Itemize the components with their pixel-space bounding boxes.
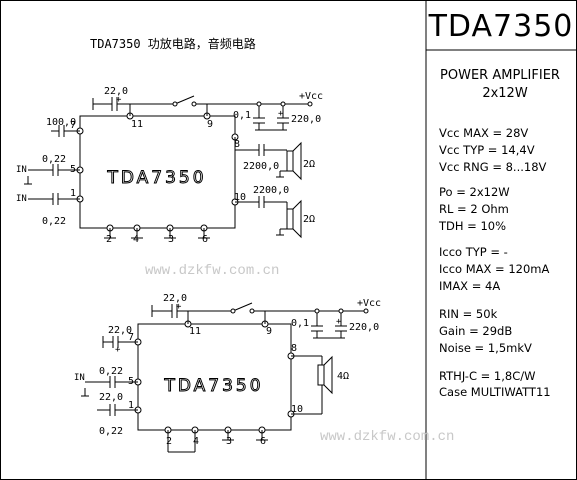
- speaker1-value: 2Ω: [303, 159, 315, 170]
- speaker2-value: 2Ω: [303, 214, 315, 225]
- cap-pin1-value: 0,22: [42, 216, 66, 227]
- cap-boot-value: 22,0: [104, 86, 128, 97]
- watermark-top: www.dzkfw.com.cn: [145, 263, 279, 279]
- pin-1: 1: [70, 188, 76, 199]
- cap-boot-value-b: 22,0: [163, 293, 187, 304]
- spec-noise: Noise = 1,5mkV: [439, 341, 532, 355]
- cap-vcc1-value: 0,1: [233, 110, 251, 121]
- spec-rl: RL = 2 Ohm: [439, 202, 509, 216]
- cap-pin1b-value-b: 0,22: [99, 426, 123, 437]
- pin-2: 2: [106, 234, 112, 245]
- spec-vcc-typ: Vcc TYP = 14,4V: [439, 143, 535, 157]
- pin-8-b: 8: [291, 343, 297, 354]
- spec-gain: Gain = 29dB: [439, 324, 512, 338]
- pin-1-b: 1: [128, 400, 134, 411]
- cap-vcc1-value-b: 0,1: [291, 318, 309, 329]
- circuit-bridge: TDA7350 7 5 1 11 9 8 10 2 4 3 6: [74, 293, 381, 453]
- spec-list: Vcc MAX = 28V Vcc TYP = 14,4V Vcc RNG = …: [438, 126, 551, 399]
- pin-8: 8: [234, 139, 240, 150]
- pin-11: 11: [131, 119, 143, 130]
- watermark-bottom: www.dzkfw.com.cn: [320, 429, 454, 445]
- pin-10-b: 10: [291, 404, 303, 415]
- pin-9: 9: [207, 119, 213, 130]
- spec-rin: RIN = 50k: [439, 307, 498, 321]
- vcc-label: +Vcc: [299, 91, 323, 102]
- input-label-b: IN: [74, 373, 85, 383]
- pin-10: 10: [234, 192, 246, 203]
- pin-7: 7: [70, 120, 76, 131]
- pin-2-b: 2: [166, 436, 172, 447]
- spec-imax: IMAX = 4A: [439, 279, 500, 293]
- svg-text:+: +: [116, 95, 122, 105]
- spec-power: 2x12W: [482, 86, 528, 101]
- cap-vcc2-value: 220,0: [291, 114, 321, 125]
- cap-pin5-value-b: 0,22: [99, 366, 123, 377]
- pin-7-b: 7: [128, 332, 134, 343]
- spec-po: Po = 2x12W: [439, 185, 510, 199]
- spec-icco-max: Icco MAX = 120mA: [439, 262, 549, 276]
- input-label-1: IN: [16, 165, 27, 175]
- caption: TDA7350 功放电路，音频电路: [90, 36, 256, 51]
- vcc-label-b: +Vcc: [357, 298, 381, 309]
- cap-pin1a-value-b: 22,0: [99, 392, 123, 403]
- cap-pin5-value: 0,22: [42, 154, 66, 165]
- pin-4: 4: [133, 234, 139, 245]
- spec-case: Case MULTIWATT11: [439, 385, 551, 399]
- cap-pin7-value-b: 22,0: [108, 325, 132, 336]
- pin-4-b: 4: [193, 436, 199, 447]
- pin-3: 3: [168, 234, 174, 245]
- chip-title: TDA7350: [428, 9, 574, 44]
- ic-body-bottom: [137, 323, 292, 431]
- spec-heading: POWER AMPLIFIER: [440, 68, 560, 83]
- cap-out1-value: 2200,0: [243, 161, 279, 172]
- pin-11-b: 11: [189, 326, 201, 337]
- speaker-bridge-value: 4Ω: [337, 371, 349, 382]
- ic-label-bottom: TDA7350: [163, 376, 263, 396]
- spec-rthj: RTHJ-C = 1,8C/W: [439, 369, 536, 383]
- spec-tdh: TDH = 10%: [438, 219, 506, 233]
- pin-3-b: 3: [226, 436, 232, 447]
- pin-9-b: 9: [266, 326, 272, 337]
- svg-text:+: +: [336, 317, 342, 327]
- cap-out2-value: 2200,0: [253, 185, 289, 196]
- cap-vcc2-value-b: 220,0: [349, 322, 379, 333]
- ic-label-top: TDA7350: [106, 168, 206, 188]
- svg-text:+: +: [115, 345, 121, 355]
- svg-text:+: +: [278, 109, 284, 119]
- input-label-2: IN: [16, 194, 27, 204]
- cap-pin7-value: 100,0: [46, 117, 76, 128]
- pin-6-b: 6: [260, 436, 266, 447]
- svg-text:+: +: [176, 302, 182, 312]
- spec-icco-typ: Icco TYP = -: [439, 245, 508, 259]
- spec-vcc-max: Vcc MAX = 28V: [439, 126, 528, 140]
- circuit-stereo: TDA7350 7 5 1 11 9 8 10 2 4 3 6: [16, 86, 323, 245]
- spec-vcc-rng: Vcc RNG = 8...18V: [439, 160, 547, 174]
- pin-6: 6: [202, 234, 208, 245]
